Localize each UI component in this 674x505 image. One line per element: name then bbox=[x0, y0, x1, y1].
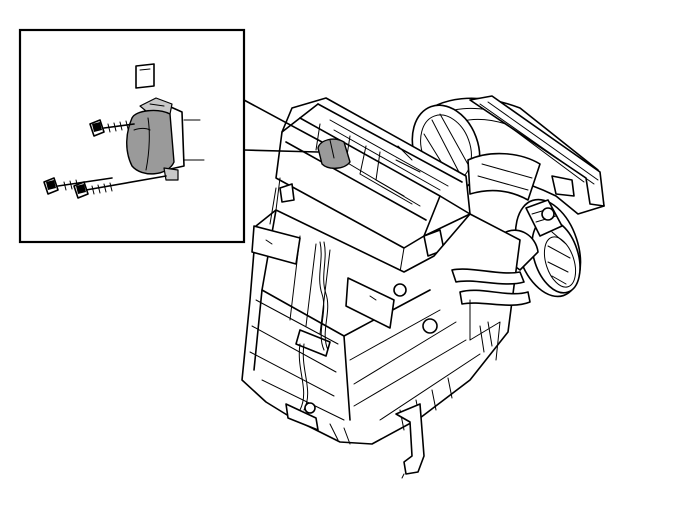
callout-leader-lines bbox=[243, 99, 323, 153]
blower-housing bbox=[411, 95, 605, 215]
detail-callout-box bbox=[18, 28, 246, 244]
hvac-housing bbox=[241, 95, 605, 479]
screw-icon bbox=[43, 177, 113, 195]
heater-core-casing bbox=[241, 187, 531, 479]
actuator-motor-icon bbox=[126, 97, 205, 181]
actuator-location-marker bbox=[317, 138, 351, 169]
blower-motor bbox=[502, 198, 582, 298]
screw-icon bbox=[89, 119, 135, 137]
screw-icon bbox=[73, 175, 167, 199]
connector-icon bbox=[135, 63, 155, 89]
